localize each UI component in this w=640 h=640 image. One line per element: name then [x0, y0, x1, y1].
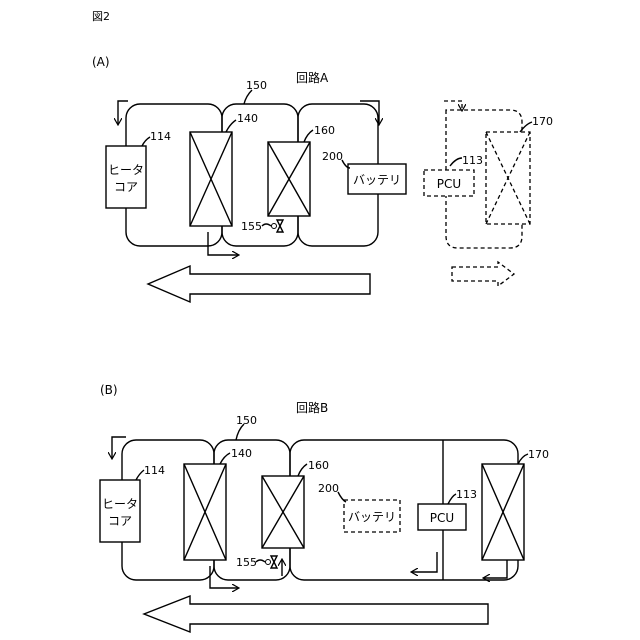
panel-b-leader-114: [136, 470, 144, 480]
panel-b-circuit-title: 回路B: [296, 400, 328, 415]
panel-b-ref-113: 113: [456, 488, 477, 501]
panel-a-ref-200: 200: [322, 150, 343, 163]
panel-a-leader-155: [262, 224, 271, 226]
panel-b-leader-113: [448, 494, 456, 504]
panel-b-pcu-label: PCU: [430, 511, 454, 525]
panel-a-heater-label-line1: ヒータ: [108, 163, 144, 177]
panel-b: (B) 回路B ヒータ コア: [100, 383, 549, 632]
panel-b-flow-arrow-radiator: [484, 560, 507, 578]
panel-a-ref-155: 155: [241, 220, 262, 233]
panel-a-ref-114: 114: [150, 130, 171, 143]
panel-a-valve-actuator-icon: [272, 224, 277, 229]
panel-a-circuit-title: 回路A: [296, 70, 329, 85]
panel-a: (A) 回路A ヒータ コア: [92, 55, 553, 302]
panel-b-ref-160: 160: [308, 459, 329, 472]
panel-a-leader-150: [244, 90, 252, 104]
panel-b-ref-200: 200: [318, 482, 339, 495]
panel-b-leader-140: [220, 453, 230, 464]
figure-label: 図2: [92, 10, 110, 23]
panel-b-flow-arrow-pcu: [412, 552, 437, 572]
panel-b-ref-150: 150: [236, 414, 257, 427]
panel-b-heater-core: [100, 480, 140, 542]
panel-a-leader-140: [226, 120, 236, 132]
panel-b-leader-160: [298, 464, 307, 476]
panel-a-ref-140: 140: [237, 112, 258, 125]
panel-b-leader-155: [256, 560, 265, 562]
panel-a-heater-label-line2: コア: [114, 180, 138, 194]
panel-b-valve-actuator-icon: [266, 560, 271, 565]
panel-a-ref-113: 113: [462, 154, 483, 167]
panel-a-ref-150: 150: [246, 79, 267, 92]
panel-a-heater-core: [106, 146, 146, 208]
panel-b-leader-200: [338, 492, 346, 502]
panel-a-valve-icon: [277, 220, 283, 232]
panel-a-leader-160: [304, 130, 313, 142]
panel-b-heater-label-line1: ヒータ: [102, 497, 138, 511]
panel-b-big-arrow-left: [144, 596, 488, 632]
panel-b-valve-icon: [271, 556, 277, 568]
panel-b-leader-170: [518, 454, 528, 464]
panel-a-pcu-label: PCU: [437, 177, 461, 191]
panel-b-ref-140: 140: [231, 447, 252, 460]
panel-a-leader-114: [142, 137, 150, 146]
panel-b-heater-label-line2: コア: [108, 514, 132, 528]
panel-a-big-arrow-left: [148, 266, 370, 302]
panel-a-ref-160: 160: [314, 124, 335, 137]
panel-a-ref-170: 170: [532, 115, 553, 128]
panel-b-ref-170: 170: [528, 448, 549, 461]
panel-a-leader-113: [450, 158, 462, 166]
panel-a-dashed-flow-arrow: [444, 101, 462, 110]
panel-b-ref-155: 155: [236, 556, 257, 569]
panel-a-label: (A): [92, 55, 110, 69]
panel-a-battery-label: バッテリ: [353, 173, 401, 187]
panel-b-label: (B): [100, 383, 118, 397]
panel-b-battery-label: バッテリ: [348, 510, 396, 524]
panel-b-ref-114: 114: [144, 464, 165, 477]
panel-a-dashed-arrow-right: [452, 262, 514, 286]
